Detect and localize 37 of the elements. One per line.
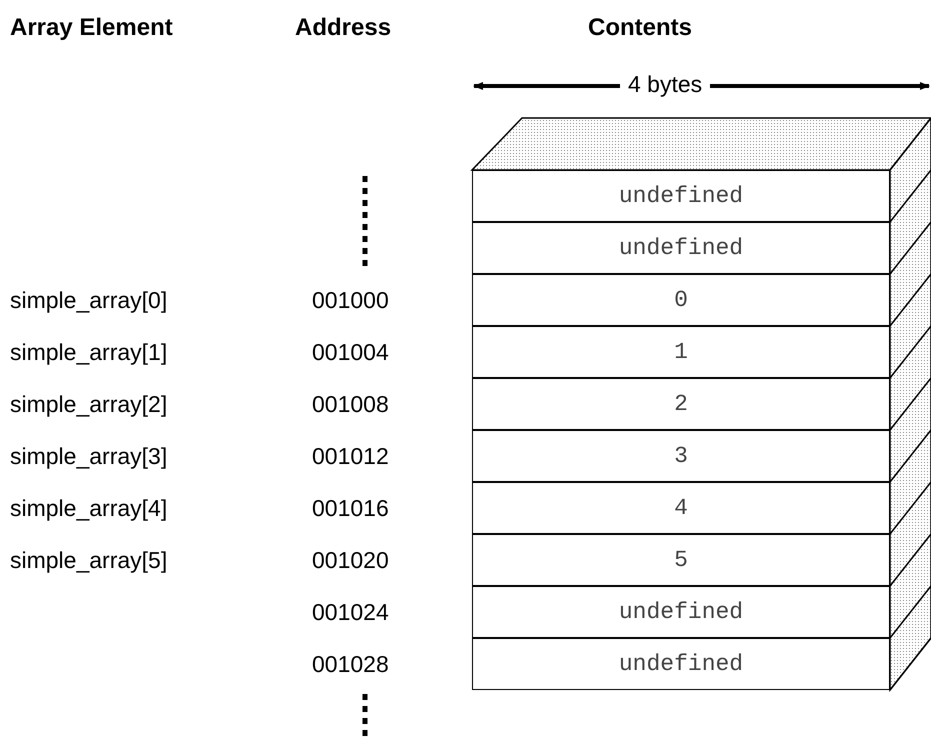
column-header: Contents	[588, 14, 692, 42]
memory-cell	[472, 638, 890, 690]
memory-cell	[472, 378, 890, 430]
column-header: Address	[295, 14, 392, 42]
cell-value: 3	[674, 443, 688, 469]
memory-cell	[472, 482, 890, 534]
element-name: simple_array[2]	[10, 390, 168, 418]
memory-cell	[472, 274, 890, 326]
memory-cell	[472, 430, 890, 482]
element-name: simple_array[1]	[10, 338, 168, 366]
address-label: 001000	[312, 286, 389, 314]
address-label: 001008	[312, 390, 389, 418]
cell-value: 4	[674, 495, 688, 521]
address-label: 001028	[312, 650, 389, 678]
memory-cell	[472, 534, 890, 586]
column-header: Array Element	[10, 14, 173, 42]
element-name: simple_array[0]	[10, 286, 168, 314]
memory-cell	[472, 586, 890, 638]
address-label: 001004	[312, 338, 389, 366]
cell-value: undefined	[618, 651, 744, 677]
memory-cell	[472, 222, 890, 274]
element-name: simple_array[5]	[10, 546, 168, 574]
memory-cell	[472, 326, 890, 378]
address-label: 001020	[312, 546, 389, 574]
address-label: 001012	[312, 442, 389, 470]
cell-value: 5	[674, 547, 688, 573]
cell-value: undefined	[618, 183, 744, 209]
address-label: 001024	[312, 598, 389, 626]
element-name: simple_array[4]	[10, 494, 168, 522]
element-name: simple_array[3]	[10, 442, 168, 470]
cell-value: undefined	[618, 235, 744, 261]
memory-cell	[472, 170, 890, 222]
cell-value: 2	[674, 391, 688, 417]
address-label: 001016	[312, 494, 389, 522]
cell-value: 1	[674, 339, 688, 365]
cell-value: undefined	[618, 599, 744, 625]
cell-value: 0	[674, 287, 688, 313]
